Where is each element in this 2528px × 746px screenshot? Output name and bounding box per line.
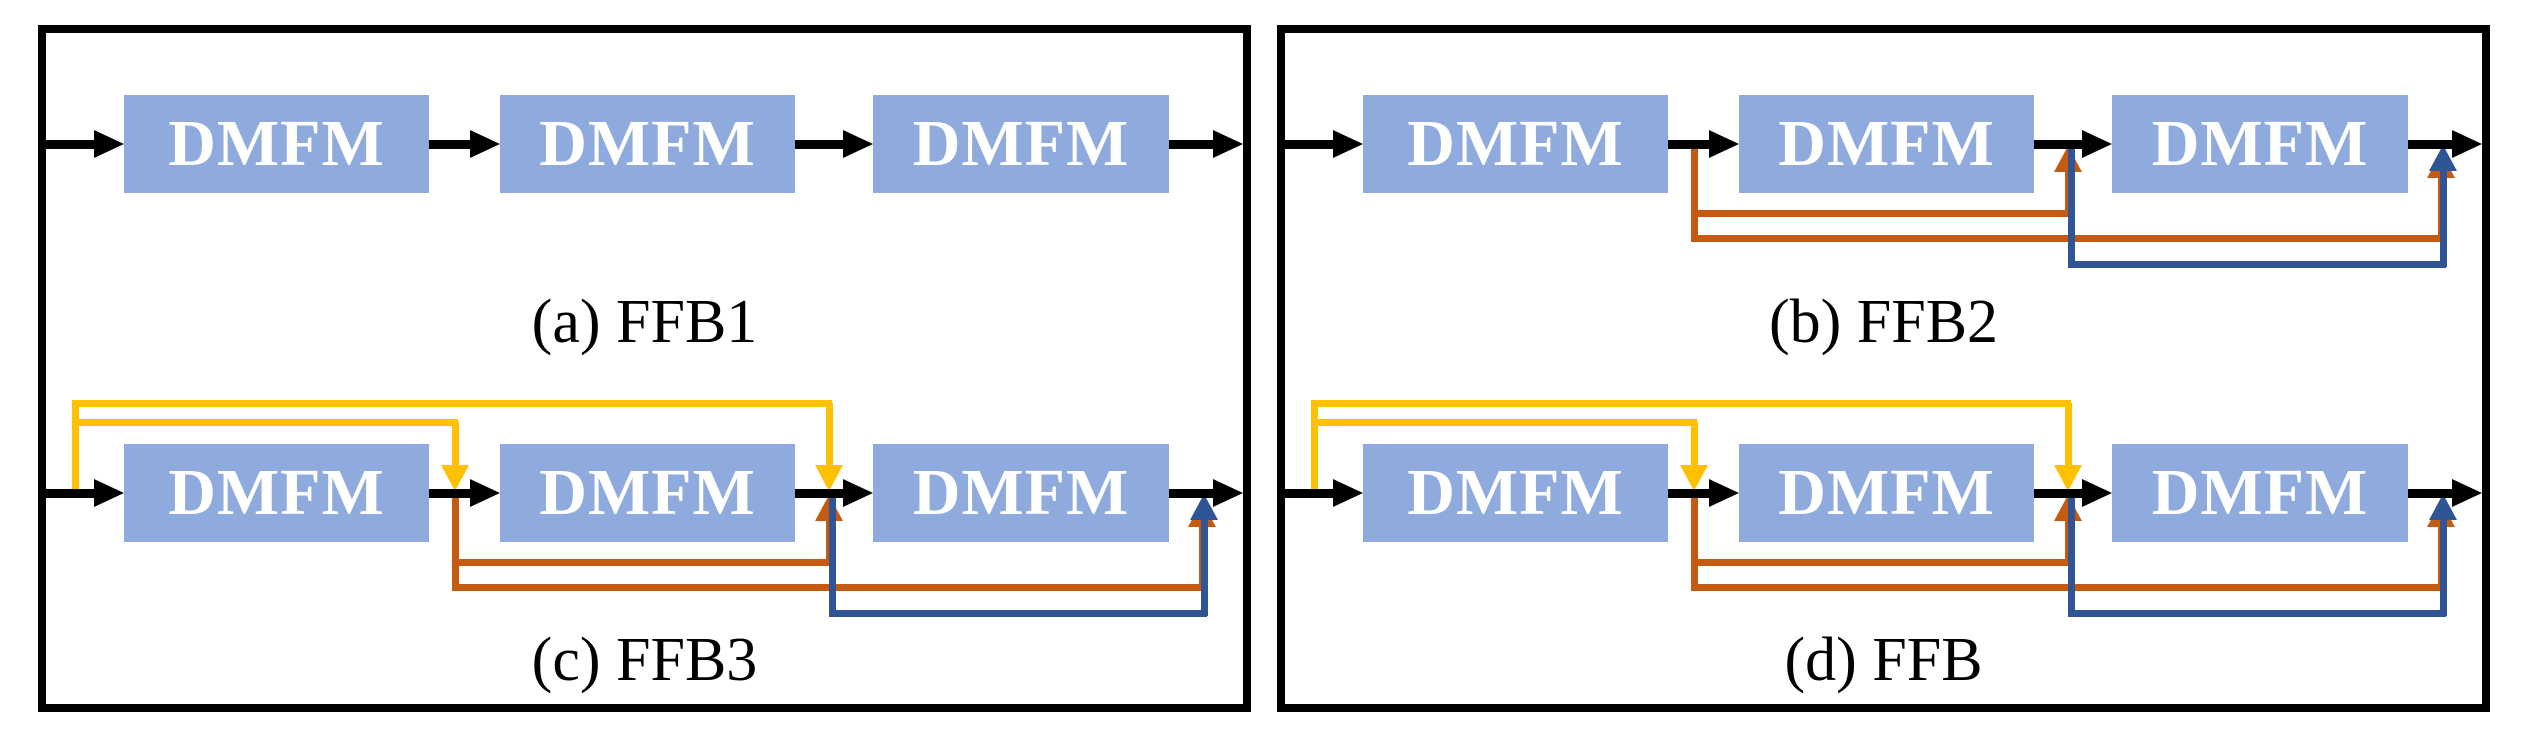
flow-line-block1-block2 bbox=[429, 139, 472, 149]
flow-arrowhead-into-block1 bbox=[1333, 479, 1363, 507]
skip-from-input-rail-to-block3 bbox=[1311, 399, 2071, 407]
flow-line-input bbox=[1285, 488, 1335, 498]
flow-line-input bbox=[46, 488, 96, 498]
skip-from-input-rail-to-block2 bbox=[1311, 418, 1697, 426]
skip-from-input-rail-to-block2 bbox=[72, 418, 458, 426]
skip-from-block2-source-line bbox=[828, 493, 836, 616]
flow-arrowhead-into-block2 bbox=[1709, 130, 1739, 158]
skip-from-input-arrowhead bbox=[815, 465, 843, 491]
flow-arrowhead-into-block3 bbox=[843, 130, 873, 158]
skip-from-block2-source-line bbox=[2067, 144, 2075, 267]
skip-from-block2-rise-output bbox=[1200, 517, 1208, 616]
dmfm-block: DMFM bbox=[873, 444, 1169, 542]
dmfm-block: DMFM bbox=[124, 444, 429, 542]
section-caption: (b) FFB2 bbox=[1768, 288, 1999, 356]
dmfm-block: DMFM bbox=[500, 444, 795, 542]
flow-arrowhead-output bbox=[1213, 479, 1243, 507]
skip-from-input-drop-block3 bbox=[825, 403, 833, 467]
flow-line-block2-block3 bbox=[2034, 139, 2084, 149]
flow-arrowhead-into-block3 bbox=[843, 479, 873, 507]
flow-line-output bbox=[1169, 488, 1215, 498]
skip-from-input-drop-block2 bbox=[1690, 422, 1698, 467]
flow-arrowhead-into-block2 bbox=[470, 479, 500, 507]
flow-line-output bbox=[1169, 139, 1215, 149]
skip-from-block1-rail-to-block3 bbox=[1691, 209, 2071, 217]
flow-arrowhead-into-block2 bbox=[470, 130, 500, 158]
flow-line-block2-block3 bbox=[795, 488, 845, 498]
flow-line-input bbox=[46, 139, 96, 149]
flow-arrowhead-into-block1 bbox=[1333, 130, 1363, 158]
flow-line-block1-block2 bbox=[429, 488, 472, 498]
skip-from-input-arrowhead bbox=[441, 465, 469, 491]
dmfm-block: DMFM bbox=[1739, 444, 2034, 542]
flow-line-block2-block3 bbox=[795, 139, 845, 149]
skip-from-block2-rail-to-output bbox=[2068, 260, 2446, 268]
dmfm-block: DMFM bbox=[873, 95, 1169, 193]
dmfm-block: DMFM bbox=[1363, 95, 1668, 193]
flow-arrowhead-into-block1 bbox=[94, 130, 124, 158]
flow-line-block1-block2 bbox=[1668, 488, 1711, 498]
section-caption: (a) FFB1 bbox=[531, 288, 758, 356]
flow-line-output bbox=[2408, 139, 2454, 149]
flow-line-block2-block3 bbox=[2034, 488, 2084, 498]
flow-arrowhead-output bbox=[2452, 479, 2482, 507]
dmfm-block: DMFM bbox=[2112, 95, 2408, 193]
skip-from-block2-rail-to-output bbox=[2068, 609, 2446, 617]
skip-from-block1-source-line bbox=[451, 493, 459, 590]
flow-line-input bbox=[1285, 139, 1335, 149]
flow-arrowhead-output bbox=[2452, 130, 2482, 158]
flow-arrowhead-into-block3 bbox=[2082, 479, 2112, 507]
skip-from-block2-source-line bbox=[2067, 493, 2075, 616]
section-caption: (d) FFB bbox=[1784, 626, 1983, 694]
skip-from-input-arrowhead bbox=[1680, 465, 1708, 491]
flow-line-block1-block2 bbox=[1668, 139, 1711, 149]
dmfm-block: DMFM bbox=[2112, 444, 2408, 542]
section-caption: (c) FFB3 bbox=[531, 626, 758, 694]
dmfm-block: DMFM bbox=[1363, 444, 1668, 542]
skip-from-input-drop-block3 bbox=[2064, 403, 2072, 467]
skip-from-block1-source-line bbox=[1690, 144, 1698, 241]
skip-from-input-drop-block2 bbox=[451, 422, 459, 467]
flow-arrowhead-into-block1 bbox=[94, 479, 124, 507]
skip-from-block1-rail-to-block3 bbox=[452, 558, 832, 566]
skip-from-block2-rise-output bbox=[2439, 517, 2447, 616]
dmfm-block: DMFM bbox=[124, 95, 429, 193]
skip-from-block1-source-line bbox=[1690, 493, 1698, 590]
flow-arrowhead-into-block3 bbox=[2082, 130, 2112, 158]
flow-line-output bbox=[2408, 488, 2454, 498]
skip-from-block2-rail-to-output bbox=[829, 609, 1207, 617]
skip-from-input-rail-to-block3 bbox=[72, 399, 832, 407]
dmfm-block: DMFM bbox=[1739, 95, 2034, 193]
skip-from-input-source-line bbox=[71, 403, 79, 493]
skip-from-block2-rise-output bbox=[2439, 168, 2447, 267]
skip-from-input-arrowhead bbox=[2054, 465, 2082, 491]
flow-arrowhead-output bbox=[1213, 130, 1243, 158]
dmfm-block: DMFM bbox=[500, 95, 795, 193]
skip-from-input-source-line bbox=[1310, 403, 1318, 493]
skip-from-block1-rail-to-block3 bbox=[1691, 558, 2071, 566]
flow-arrowhead-into-block2 bbox=[1709, 479, 1739, 507]
